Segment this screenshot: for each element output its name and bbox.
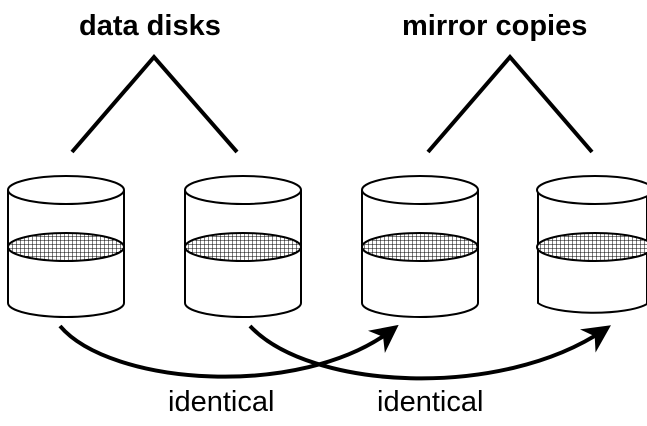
mirror-disk-1 — [361, 175, 479, 318]
identical-label-2: identical — [377, 386, 484, 418]
data-disks-bracket — [70, 53, 239, 154]
mirror-copies-bracket — [426, 53, 594, 154]
data-disk-1 — [7, 175, 125, 318]
platter-band — [7, 232, 125, 262]
identical-label-1: identical — [168, 386, 275, 418]
mirror-copies-label: mirror copies — [402, 10, 588, 42]
mirror-disk-2 — [536, 175, 647, 314]
mirror-arrow-2 — [248, 324, 611, 381]
mirror-arrow-1 — [58, 324, 399, 379]
platter-band — [536, 232, 647, 262]
platter-band — [361, 232, 479, 262]
platter-band — [184, 232, 302, 262]
data-disk-2 — [184, 175, 302, 318]
data-disks-label: data disks — [79, 10, 221, 42]
